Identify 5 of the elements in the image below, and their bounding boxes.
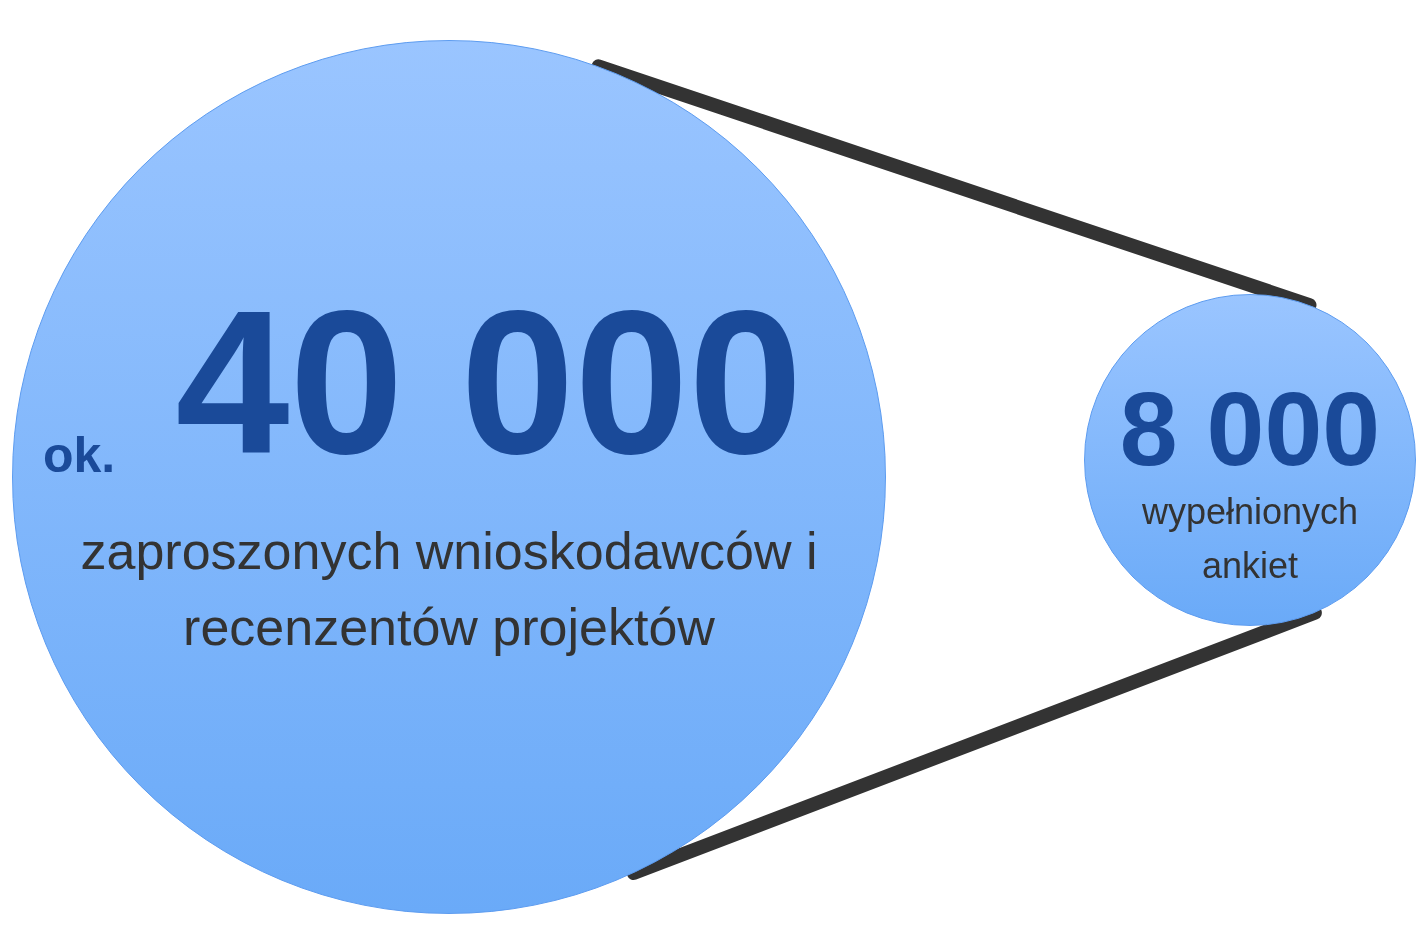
- big-number: 40 000: [174, 279, 804, 484]
- prefix-label: ok.: [43, 426, 116, 484]
- description-text: zaproszonych wnioskodawców i recenzentów projektów: [79, 521, 819, 658]
- description-text: wypełnionych ankiet: [1140, 490, 1360, 588]
- big-number: 8 000: [1118, 377, 1382, 481]
